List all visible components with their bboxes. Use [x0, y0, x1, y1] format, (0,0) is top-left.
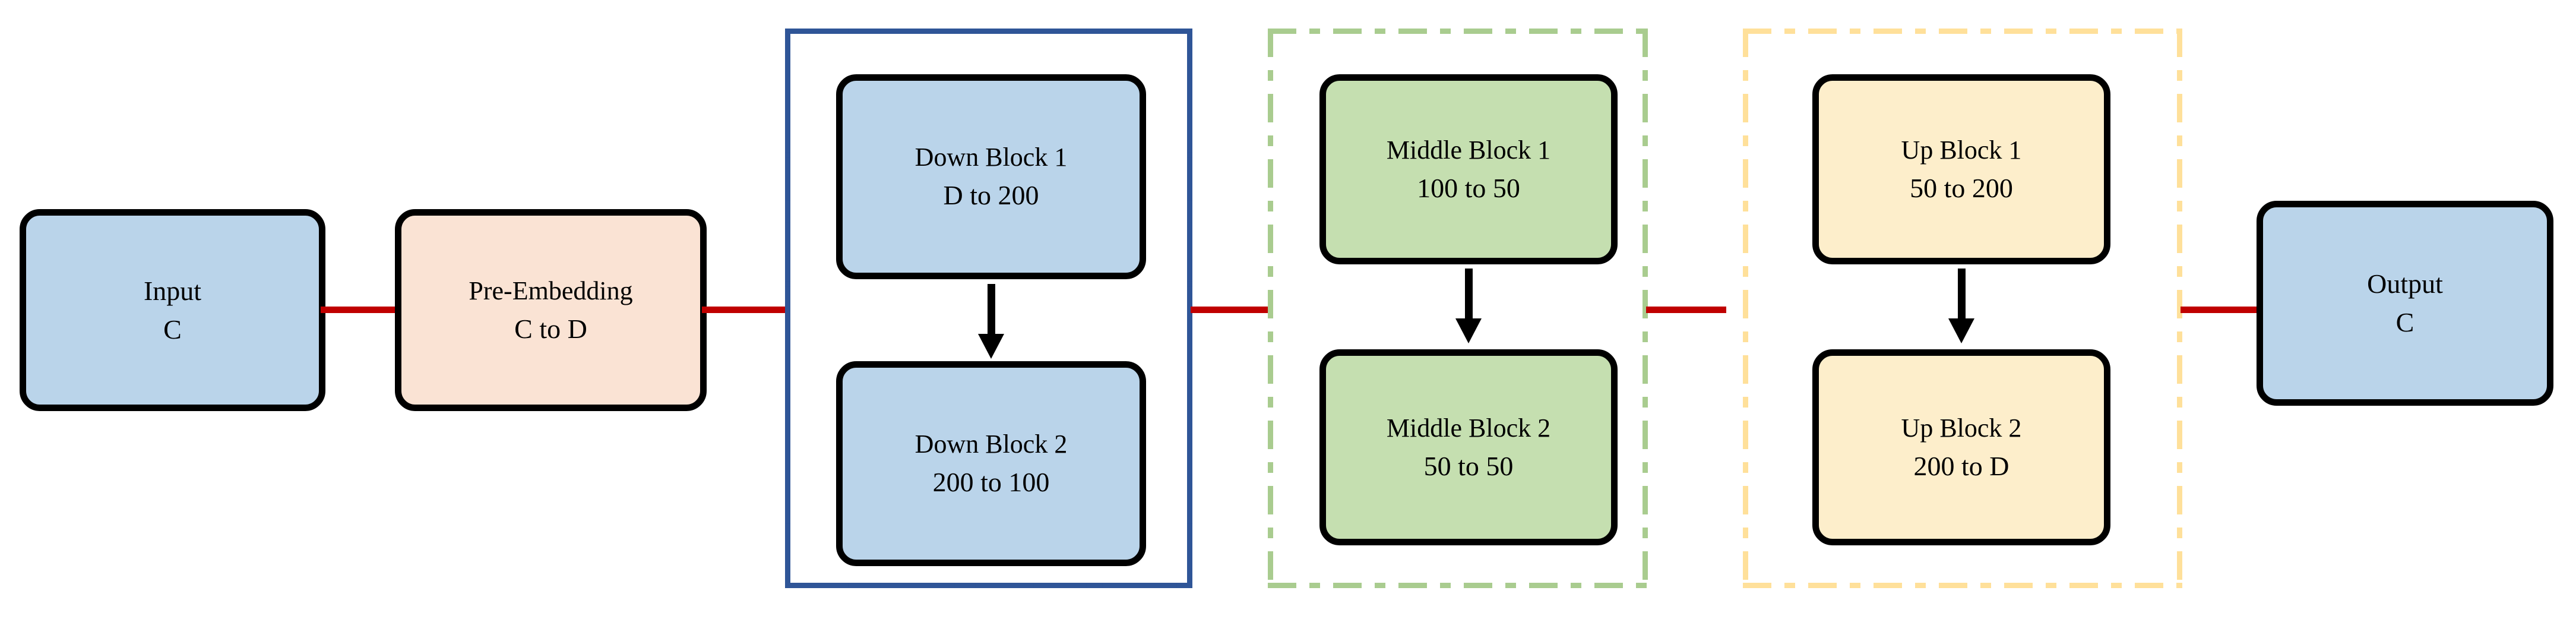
- node-pre-embedding[interactable]: Pre-Embedding C to D: [395, 209, 707, 411]
- node-output-detail: C: [2395, 307, 2414, 338]
- node-output[interactable]: Output C: [2257, 201, 2553, 406]
- node-down-block-2[interactable]: Down Block 2 200 to 100: [836, 361, 1146, 566]
- node-middle-block-2-title: Middle Block 2: [1386, 413, 1551, 443]
- node-up-block-1-title: Up Block 1: [1901, 135, 2022, 165]
- connector-middle-group-to-up-group: [1646, 307, 1726, 313]
- group-middle-border-right: [1643, 29, 1648, 588]
- node-middle-block-1-detail: 100 to 50: [1417, 172, 1520, 203]
- node-up-block-1-detail: 50 to 200: [1910, 172, 2013, 203]
- node-input-title: Input: [143, 275, 202, 306]
- group-down-border-bottom: [785, 583, 1192, 588]
- node-middle-block-1[interactable]: Middle Block 1 100 to 50: [1319, 74, 1618, 264]
- connector-up-group-to-output: [2181, 307, 2264, 313]
- group-up-border-bottom: [1743, 583, 2182, 588]
- node-middle-block-2[interactable]: Middle Block 2 50 to 50: [1319, 349, 1618, 545]
- connector-pre-embedding-to-down-group: [702, 307, 790, 313]
- connector-down-group-to-middle-group: [1191, 307, 1271, 313]
- group-up-border-right: [2177, 29, 2182, 588]
- node-down-block-1-title: Down Block 1: [914, 143, 1068, 172]
- group-down-border-right: [1187, 29, 1192, 588]
- group-up-border-left: [1743, 29, 1748, 588]
- node-up-block-1[interactable]: Up Block 1 50 to 200: [1812, 74, 2110, 264]
- node-output-title: Output: [2367, 269, 2443, 299]
- group-down-border-top: [785, 29, 1192, 34]
- node-input[interactable]: Input C: [20, 209, 325, 411]
- group-middle-border-bottom: [1268, 583, 1648, 588]
- node-input-detail: C: [163, 314, 182, 345]
- node-pre-embedding-title: Pre-Embedding: [469, 276, 633, 305]
- group-middle-border-top: [1268, 29, 1648, 34]
- node-up-block-2-detail: 200 to D: [1913, 450, 2009, 481]
- group-down-border-left: [785, 29, 790, 588]
- group-up-border-top: [1743, 29, 2182, 34]
- node-middle-block-2-detail: 50 to 50: [1423, 450, 1514, 481]
- node-down-block-2-detail: 200 to 100: [932, 467, 1050, 498]
- connector-input-to-pre-embedding: [321, 307, 398, 313]
- node-down-block-1[interactable]: Down Block 1 D to 200: [836, 74, 1146, 279]
- node-up-block-2-title: Up Block 2: [1901, 413, 2022, 443]
- group-middle-border-left: [1268, 29, 1273, 588]
- node-up-block-2[interactable]: Up Block 2 200 to D: [1812, 349, 2110, 545]
- node-pre-embedding-detail: C to D: [514, 313, 587, 344]
- node-middle-block-1-title: Middle Block 1: [1386, 135, 1551, 165]
- node-down-block-1-detail: D to 200: [943, 180, 1039, 211]
- node-down-block-2-title: Down Block 2: [914, 429, 1068, 459]
